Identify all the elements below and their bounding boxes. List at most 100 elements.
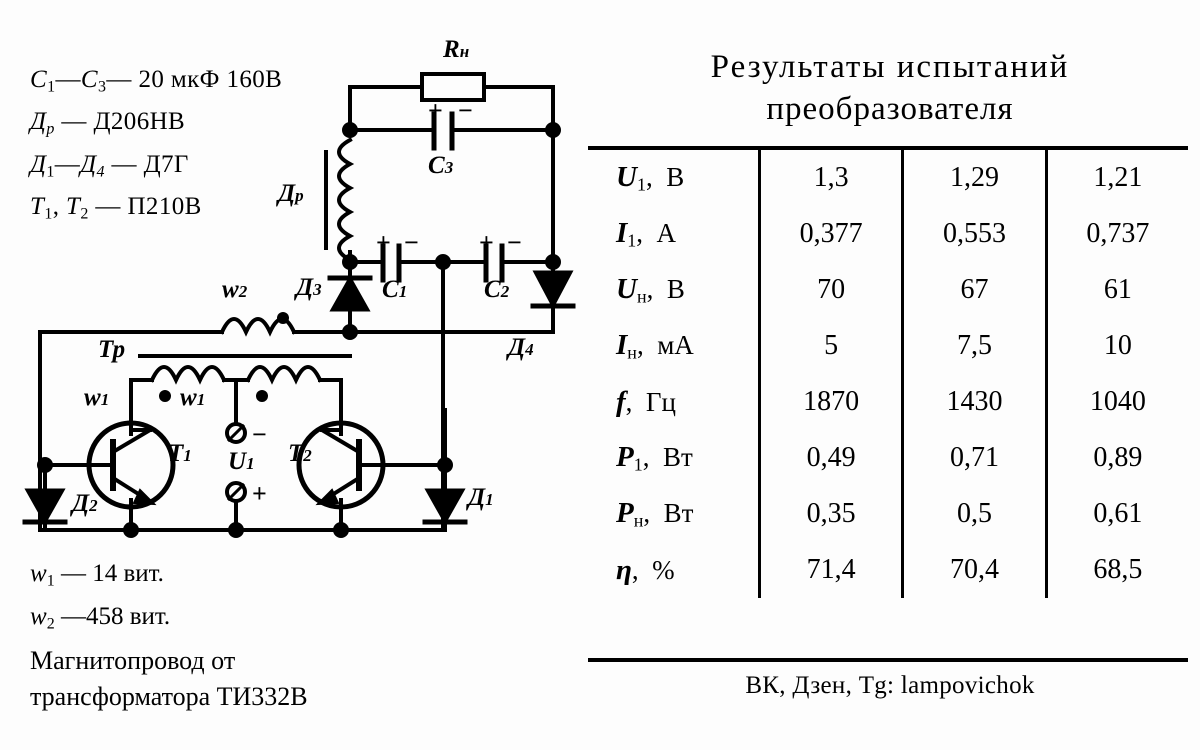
table-cell: 0,5 [901,486,1047,542]
choke-dr-coil [337,137,355,263]
row-header: P1, Вт [588,430,759,486]
legend-line-capacitors: C1—C3— 20 мкФ 160В [30,62,282,104]
legend-value-w2: 458 вит. [85,603,171,631]
row-unit-text: В [666,161,685,192]
diode-d2-triangle [24,488,66,526]
label-d3: Д3 [296,274,322,301]
label-u1: U1 [228,448,255,475]
table-cell: 1,21 [1044,150,1188,206]
phase-dot-w1b [256,390,268,402]
terminal-u1-minus [225,422,247,444]
junction-dot-t1-emitter [123,522,139,538]
legend-core-note-line2: трансформатора ТИ332В [30,681,308,711]
legend-line-choke-diode: Др — Д206НВ [30,104,282,146]
legend-sub-w1: 1 [46,572,55,590]
polarity-c3-plus: + [428,96,443,125]
diode-d4-triangle [532,270,574,310]
polarity-c1-minus: − [404,228,419,257]
row-unit: , [625,386,646,417]
label-d4: Д4 [508,334,534,361]
row-symbol: P [616,496,634,529]
legend-sub-d4: 4 [96,163,105,181]
junction-dot-c3-right [545,122,561,138]
row-unit-text: Вт [662,441,693,472]
legend-line-diodes: Д1—Д4 — Д7Г [30,147,282,189]
table-cell: 10 [1044,318,1188,374]
row-unit: , [642,441,663,472]
row-symbol: P [616,440,634,473]
label-c2: C2 [484,276,510,303]
row-unit-text: В [666,273,685,304]
transistor-t1-collector-lead [110,427,153,455]
legend-sym-d1: Д [30,150,47,178]
table-cell: 70,4 [901,542,1047,598]
table-cell: 68,5 [1044,542,1188,598]
legend-value-transistors: П210В [127,193,202,221]
table-cell: 0,737 [1044,206,1188,262]
row-symbol-subscript: н [636,286,647,307]
circuit-text-layer: + − + − + − − + [252,96,522,508]
label-w2: w2 [222,276,248,303]
transistor-t2-collector-lead [319,427,362,455]
row-header: η, % [588,542,759,598]
legend-sym-c1: C [30,66,48,93]
row-unit: , [646,273,667,304]
junction-dots [37,122,561,538]
row-symbol: I [616,328,628,361]
row-header: Iн, мА [588,318,759,374]
junction-dot-u1 [228,522,244,538]
label-d1: Д1 [468,484,494,511]
row-unit-text: Вт [663,497,694,528]
table-cell: 5 [757,318,903,374]
component-legend-top: C1—C3— 20 мкФ 160В Др — Д206НВ Д1—Д4 — Д… [30,62,282,232]
table-cell: 0,35 [757,486,903,542]
table-cell: 0,377 [757,206,903,262]
results-title-line2: преобразователя [766,91,1014,127]
row-header: U1, В [588,150,759,206]
legend-dash-5: — [111,150,137,178]
legend-sub-d1: 1 [46,163,55,181]
junction-dot-t2-emitter [333,522,349,538]
table-cell: 0,49 [757,430,903,486]
label-t2: T2 [288,440,312,467]
legend-dash-4: — [54,150,81,178]
footer-credit: ВК, Дзен, Tg: lampovichok [745,672,1035,699]
table-bottom-rule [588,658,1188,662]
table-cell: 61 [1044,262,1188,318]
table-cell: 71,4 [757,542,903,598]
row-symbol-subscript: н [627,342,637,363]
row-unit: , [636,217,657,248]
row-unit: , [636,329,658,360]
row-header: I1, А [588,206,759,262]
row-symbol: U [616,272,637,305]
table-cell: 0,71 [901,430,1047,486]
row-symbol-subscript: 1 [627,230,637,251]
table-cell: 1870 [757,374,903,430]
legend-sym-c3: C [80,66,98,93]
legend-dash-2: — [106,66,132,93]
transistor-t1-emitter-arrow [132,488,157,506]
legend-dash-w2: — [60,603,86,631]
label-c1: C1 [382,276,408,303]
winding-legend: w1 — 14 вит. w2 —458 вит. Магнитопровод … [30,556,308,715]
row-unit: , [631,554,653,585]
legend-sub-w2: 2 [46,615,55,633]
junction-dot-c1-c2 [435,254,451,270]
legend-value-w1: 14 вит. [92,560,164,587]
row-unit-text: мА [657,329,694,360]
table-cell: 0,61 [1044,486,1188,542]
diode-d3-triangle [329,274,371,312]
legend-sub-t2: 2 [80,205,89,223]
row-unit-text: % [652,554,675,585]
results-title-line1: Результаты испытаний [710,49,1070,85]
legend-value-dr: Д206НВ [93,108,186,136]
results-table-title: Результаты испытаний преобразователя [600,46,1180,130]
legend-value-diodes: Д7Г [143,150,189,178]
junction-dot-c2-right [545,254,561,270]
junction-dot-c3-left [342,122,358,138]
